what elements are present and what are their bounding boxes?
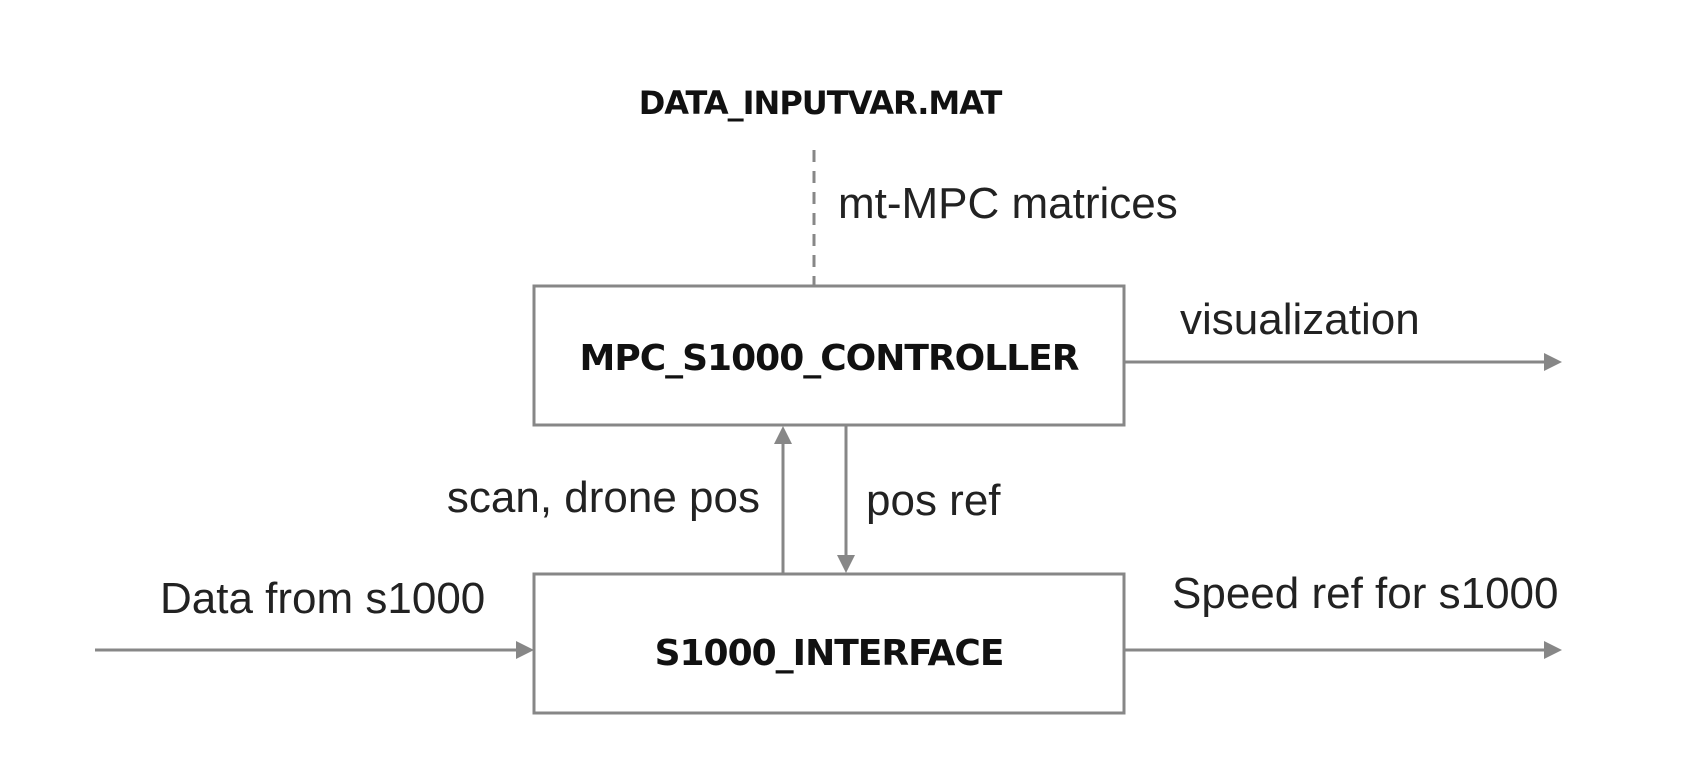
- controller-label: MPC_S1000_CONTROLLER: [580, 338, 1079, 379]
- visualization-arrowhead: [1544, 353, 1562, 371]
- pos-ref-edge-label: pos ref: [866, 476, 1001, 525]
- matrices-edge-label: mt-MPC matrices: [838, 179, 1178, 228]
- controller-box: [532, 284, 1126, 427]
- interface-label: S1000_INTERFACE: [655, 633, 1004, 674]
- speed-out-arrowhead: [1544, 641, 1562, 659]
- scan-pos-arrowhead: [774, 426, 792, 444]
- data-in-edge-label: Data from s1000: [160, 574, 485, 623]
- interface-node: S1000_INTERFACE: [532, 572, 1126, 715]
- visualization-edge-label: visualization: [1180, 295, 1420, 344]
- controller-node: MPC_S1000_CONTROLLER: [532, 284, 1126, 427]
- scan-pos-edge-label: scan, drone pos: [447, 473, 760, 522]
- interface-box: [532, 572, 1126, 715]
- pos-ref-arrowhead: [837, 555, 855, 573]
- source-file-label: DATA_INPUTVAR.MAT: [639, 84, 1003, 122]
- data-in-arrowhead: [516, 641, 534, 659]
- speed-out-edge-label: Speed ref for s1000: [1172, 569, 1558, 618]
